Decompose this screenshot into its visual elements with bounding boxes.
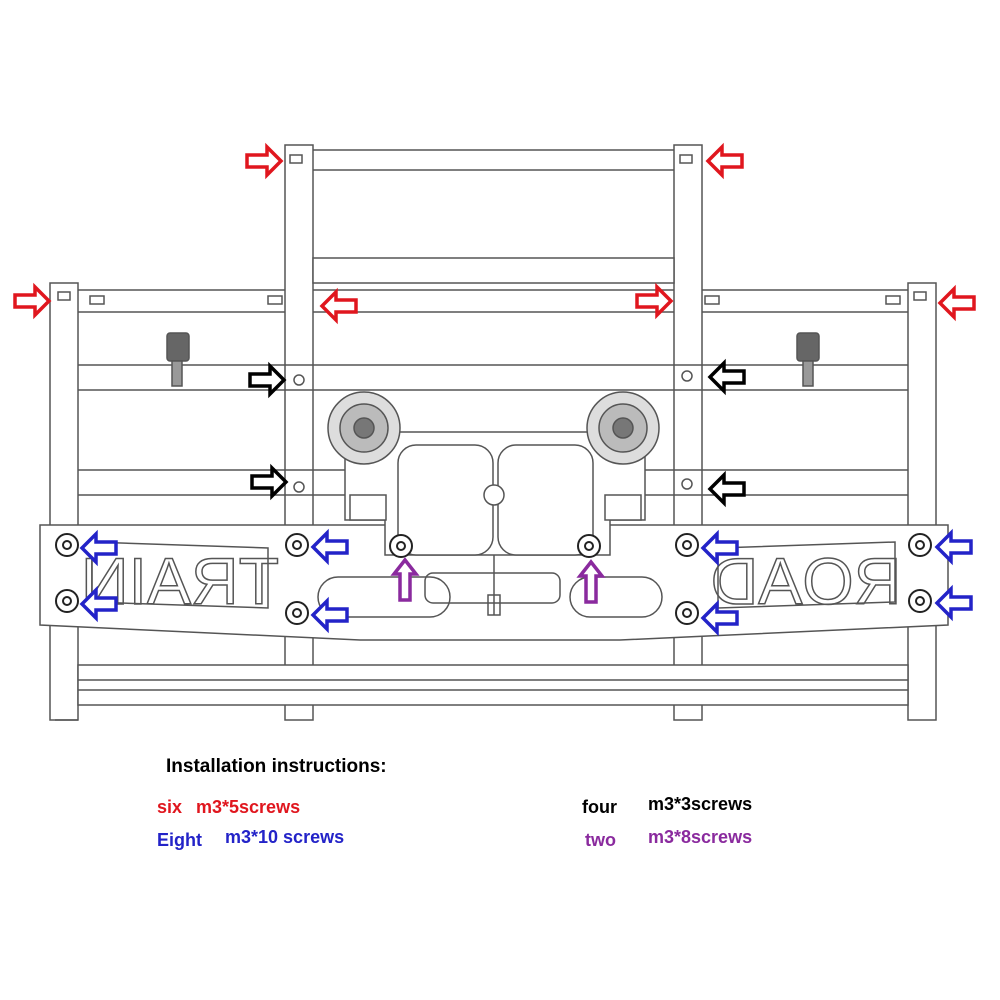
right-cable-block: [497, 444, 594, 556]
blue-arrow-right-upper: [934, 528, 973, 566]
right-shackle-head: [796, 332, 820, 362]
blue-arrow-inner-right-lower: [700, 599, 739, 637]
red-arrow-left-outer: [13, 282, 52, 320]
legend-count-eight: Eight: [157, 830, 202, 850]
left-cable-block: [397, 444, 494, 556]
black-arrow-lower-left: [250, 463, 289, 501]
red-arrow-top-right: [705, 142, 744, 180]
red-arrow-left-inner: [319, 287, 358, 325]
legend-spec-m3x8: m3*8screws: [648, 827, 753, 847]
left-outer-post: [49, 282, 79, 721]
black-arrow-upper-right: [707, 358, 746, 396]
blue-arrow-left-lower: [79, 585, 118, 623]
legend-spec-m3x5: m3*5screws: [196, 797, 301, 817]
right-outer-post: [907, 282, 937, 721]
screw-holes: [55, 533, 932, 625]
legend-count-two: two: [585, 830, 616, 850]
red-arrow-right-inner: [635, 282, 674, 320]
blue-arrow-left-upper: [79, 529, 118, 567]
legend-count-four: four: [582, 797, 617, 817]
legend-count-six: six: [157, 797, 183, 817]
legend-title: Installation instructions:: [166, 756, 387, 777]
blue-arrow-right-lower: [934, 584, 973, 622]
purple-arrow-left: [390, 557, 420, 602]
black-arrow-lower-right: [707, 470, 746, 508]
purple-arrow-right: [576, 559, 606, 604]
red-arrow-top-left: [245, 142, 284, 180]
blue-arrow-inner-left-upper: [310, 528, 349, 566]
right-plate-text: ROAD: [711, 544, 902, 618]
blue-arrow-inner-left-lower: [310, 596, 349, 634]
left-shackle-head: [166, 332, 190, 362]
legend-spec-m3x10: m3*10 screws: [225, 827, 345, 847]
arrows-layer: [13, 142, 976, 637]
legend-spec-m3x3: m3*3screws: [648, 794, 753, 814]
blue-arrow-inner-right-upper: [700, 529, 739, 567]
bumper-frame: [0, 133, 1000, 763]
red-arrow-right-outer: [937, 284, 976, 322]
black-arrow-upper-left: [248, 361, 287, 399]
